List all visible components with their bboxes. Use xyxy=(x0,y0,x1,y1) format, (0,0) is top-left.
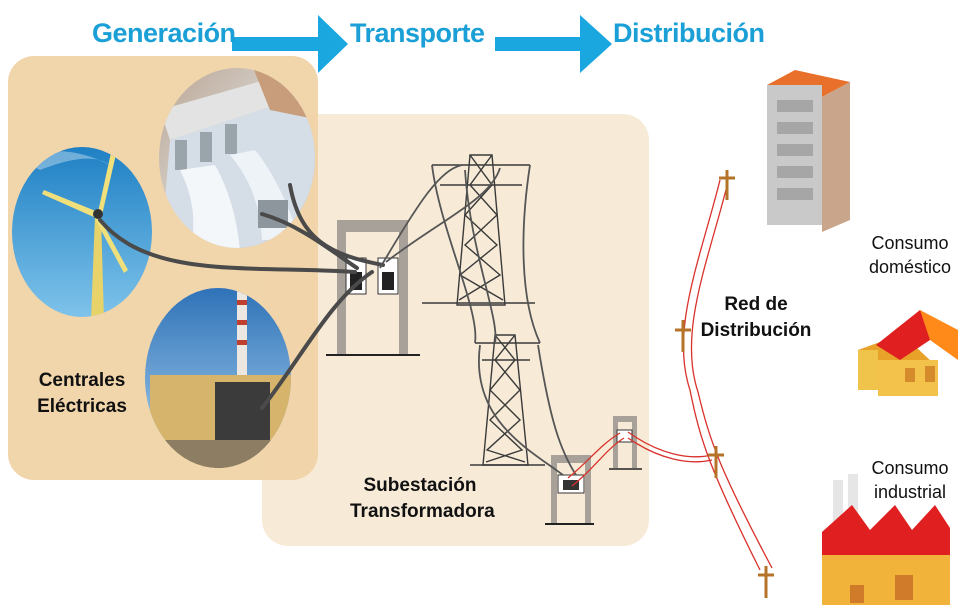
distribution-lines xyxy=(567,179,773,571)
overhead-lines xyxy=(379,164,577,476)
substation-label: Subestación Transformadora xyxy=(350,473,495,524)
transformer-icon xyxy=(326,220,420,356)
stage-generation-label: Generación xyxy=(92,18,236,48)
domestic-line1: Consumo xyxy=(871,233,949,253)
house-icon xyxy=(858,310,958,396)
domestic-line2: doméstico xyxy=(868,257,952,278)
wind-turbine-icon xyxy=(12,147,152,317)
power-plants-line1: Centrales xyxy=(38,370,126,391)
stage-distribution-label: Distribución xyxy=(613,18,765,48)
network-line1: Red de xyxy=(724,294,788,315)
domestic-consumption-label: Consumo doméstico xyxy=(862,231,958,280)
stage-arrow-2 xyxy=(495,15,612,73)
substation-line1: Subestación xyxy=(363,475,477,496)
network-line2: Distribución xyxy=(700,319,812,341)
transmission-tower-icon xyxy=(422,154,535,306)
utility-pole-icon xyxy=(719,170,735,200)
factory-icon xyxy=(822,474,950,605)
distribution-network-label: Red de Distribución xyxy=(694,292,818,343)
industrial-consumption-label: Consumo industrial xyxy=(862,456,958,505)
stage-transport-label: Transporte xyxy=(350,18,485,48)
transmission-tower-icon xyxy=(470,334,545,466)
transformer-icon xyxy=(545,455,594,525)
power-plants-label: Centrales Eléctricas xyxy=(22,368,142,419)
utility-pole-icon xyxy=(675,320,691,352)
transmission-cables xyxy=(98,183,385,410)
stage-arrow-1 xyxy=(232,15,348,73)
substation-line2: Transformadora xyxy=(350,500,495,522)
utility-pole-icon xyxy=(758,566,774,598)
industrial-line2: industrial xyxy=(873,482,947,503)
dam-icon xyxy=(159,68,315,248)
industrial-line1: Consumo xyxy=(871,458,949,478)
utility-pole-icon xyxy=(708,446,724,478)
building-icon xyxy=(767,70,850,232)
power-plants-line2: Eléctricas xyxy=(37,395,127,417)
